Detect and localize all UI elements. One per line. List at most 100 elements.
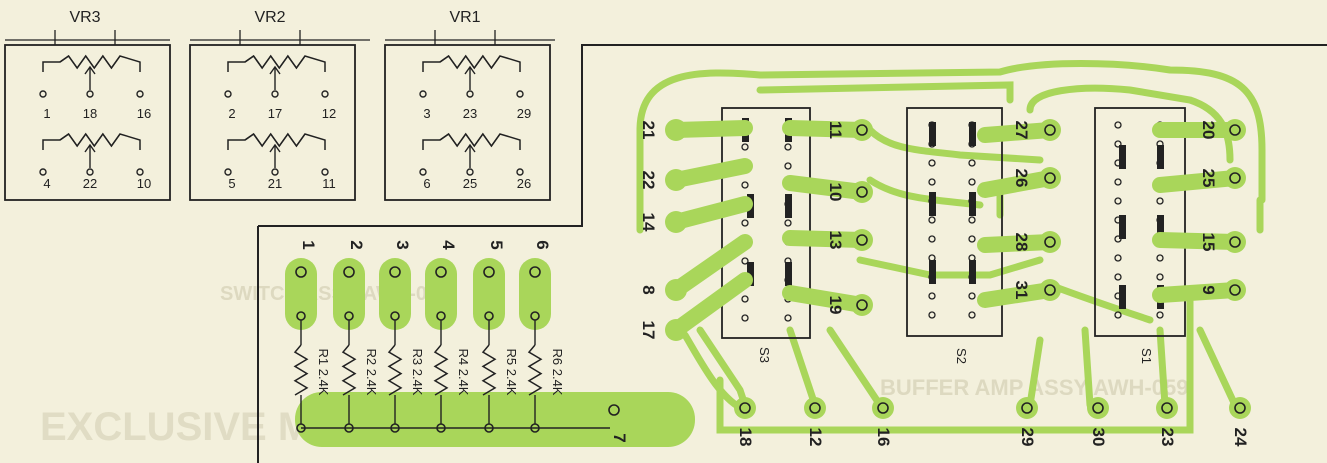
switch-pad (872, 397, 894, 419)
vr-label: VR2 (254, 9, 285, 26)
vr-terminal-label: 21 (268, 176, 282, 191)
switch-pad-number: 15 (1199, 233, 1218, 252)
resistor-pad-number: 4 (439, 240, 458, 250)
switch-contact (1114, 197, 1122, 205)
resistor-pad-trace (473, 258, 505, 330)
switch-contact (1114, 254, 1122, 262)
trace (1156, 326, 1169, 409)
switch-pad (804, 397, 826, 419)
switch-pad-number: 19 (826, 296, 845, 315)
vr-terminal-label: 1 (43, 106, 50, 121)
switch-contact (928, 292, 936, 300)
resistor-pad-trace (285, 258, 317, 330)
resistor-label: R4 2.4K (456, 349, 471, 396)
vr-terminal-label: 2 (228, 106, 235, 121)
vr-terminal-label: 22 (83, 176, 97, 191)
trace (786, 326, 819, 409)
pad-hole (1044, 236, 1056, 248)
vr-terminal (516, 168, 524, 176)
vr-terminal-label: 6 (423, 176, 430, 191)
pad-hole (1044, 172, 1056, 184)
pad-trace (668, 196, 753, 230)
switch-pad-number: 11 (826, 121, 845, 139)
switch-contact (928, 311, 936, 319)
vr-terminal-label: 12 (322, 106, 336, 121)
switch-contact (1114, 140, 1122, 148)
switch-pad (1016, 397, 1038, 419)
switch-slider (929, 260, 936, 284)
switch-contact (784, 219, 792, 227)
switch-slider (747, 262, 754, 286)
resistor-label: R3 2.4K (410, 349, 425, 396)
switch-contact (741, 314, 749, 322)
switch-contact (1114, 311, 1122, 319)
switch-pad (1039, 167, 1061, 189)
pad-trace (668, 158, 753, 188)
switch-pad (851, 229, 873, 251)
switch-slider (1119, 145, 1126, 169)
vr-box (4, 44, 171, 201)
resistor-symbol (433, 344, 449, 396)
vr-terminal (136, 168, 144, 176)
pad-trace (668, 234, 753, 298)
resistor-symbol (293, 344, 309, 396)
trace (1196, 326, 1239, 409)
vr-box (384, 44, 551, 201)
pad-hole (1092, 402, 1104, 414)
switch-contact (741, 257, 749, 265)
common-pad (608, 404, 620, 416)
vr-terminal-label: 3 (423, 106, 430, 121)
pad-hole (1021, 402, 1033, 414)
vr-terminal-label: 25 (463, 176, 477, 191)
switch-pad (734, 397, 756, 419)
switch-pad-number: 22 (639, 171, 658, 190)
common-bus-trace (295, 392, 695, 447)
switch-contact (1156, 273, 1164, 281)
vr-terminal-label: 16 (137, 106, 151, 121)
pad-hole (809, 402, 821, 414)
switch-slider (785, 194, 792, 218)
resistor: 4 R4 2.4K (425, 240, 471, 433)
switch-pad (1224, 279, 1246, 301)
switch-pad (1224, 167, 1246, 189)
switch-label: S1 (1139, 348, 1154, 364)
switch-label: S2 (954, 348, 969, 364)
switch-contact (1156, 311, 1164, 319)
resistor-pad-number: 6 (533, 240, 552, 249)
resistor-label: R1 2.4K (316, 349, 331, 396)
resistor-symbol (341, 344, 357, 396)
trace (856, 256, 1044, 279)
switch-pad (1087, 397, 1109, 419)
resistor-pad-trace (425, 258, 457, 330)
switch-pad-number: 9 (1199, 285, 1218, 294)
switch-pad-number: 31 (1012, 281, 1031, 300)
vr-terminal-label: 5 (228, 176, 235, 191)
trace (756, 81, 1014, 104)
vr-terminal (224, 168, 232, 176)
switch-pad (1039, 231, 1061, 253)
vr-terminal (86, 90, 94, 98)
pad-trace (1152, 170, 1243, 193)
switch-pad (1039, 119, 1061, 141)
vr-terminal (419, 90, 427, 98)
switch-pad-number: 24 (1231, 428, 1250, 447)
resistor-pad-number: 5 (487, 240, 506, 249)
switch-contact (741, 181, 749, 189)
switch-contact (741, 143, 749, 151)
resistor-label: R2 2.4K (364, 349, 379, 396)
switch-pad-number: 30 (1089, 428, 1108, 447)
switch-pad (851, 294, 873, 316)
switch-contact (784, 314, 792, 322)
vr-label: VR3 (69, 9, 100, 26)
pad-hole (1229, 124, 1241, 136)
pad-hole (739, 402, 751, 414)
switch-pad-number: 13 (826, 231, 845, 250)
pad-hole (856, 299, 868, 311)
switch-contact (928, 178, 936, 186)
vr-terminal (516, 90, 524, 98)
switch-pad-number: 28 (1012, 233, 1031, 252)
